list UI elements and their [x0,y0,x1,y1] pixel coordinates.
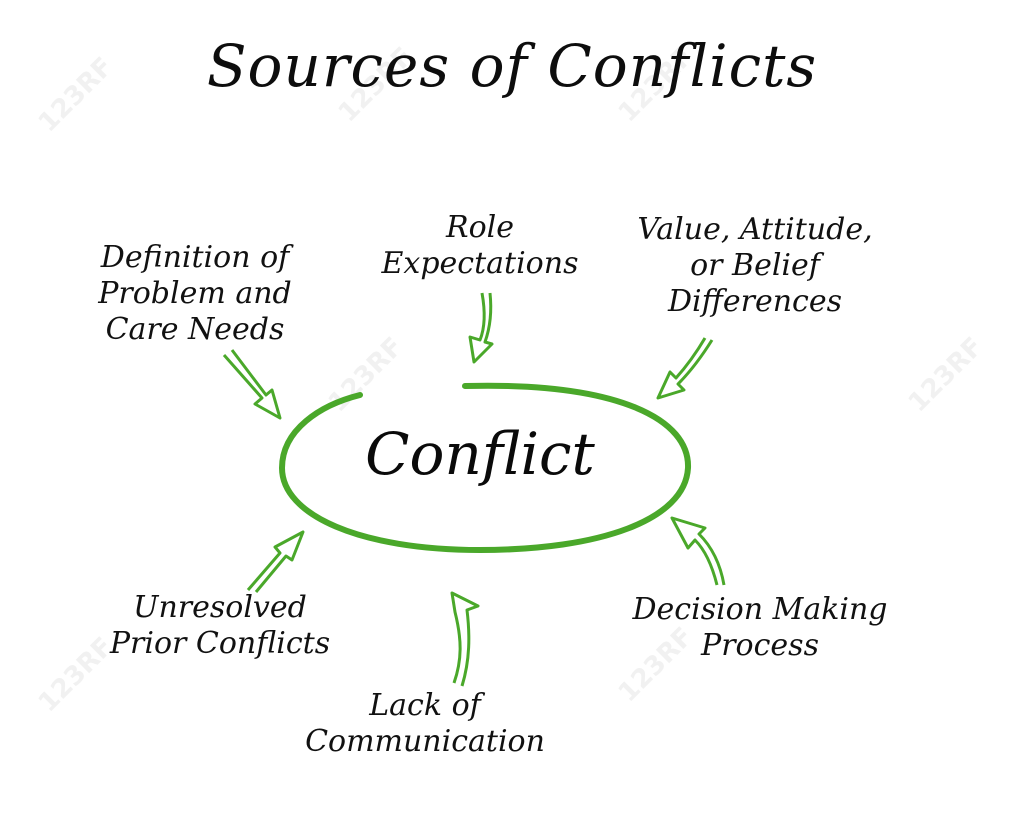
source-role: Role Expectations [350,210,610,282]
label-line: Process [701,628,819,663]
label-line: Prior Conflicts [109,626,331,661]
label-line: Decision Making [632,592,888,627]
label-line: or Belief [690,248,820,283]
source-definition: Definition of Problem and Care Needs [60,240,330,348]
source-communication: Lack of Communication [255,688,595,760]
label-line: Definition of [100,240,290,275]
label-line: Role [446,210,514,245]
arrow-icon [246,530,305,593]
label-line: Lack of [369,688,481,723]
arrow-icon [450,591,480,687]
center-label: Conflict [365,420,595,488]
label-line: Value, Attitude, [637,212,873,247]
label-line: Unresolved [133,590,307,625]
arrow-icon [670,516,726,586]
source-decision: Decision Making Process [590,592,930,664]
source-values: Value, Attitude, or Belief Differences [600,212,910,320]
label-line: Expectations [381,246,579,281]
center-ellipse [278,382,692,554]
label-line: Communication [305,724,545,759]
source-unresolved: Unresolved Prior Conflicts [70,590,370,662]
diagram-title: Sources of Conflicts [206,32,818,100]
label-line: Problem and [98,276,292,311]
label-line: Care Needs [105,312,285,347]
label-line: Differences [667,284,843,319]
arrow-icon [468,292,494,364]
arrow-icon [656,337,714,400]
arrow-icon [222,349,282,420]
